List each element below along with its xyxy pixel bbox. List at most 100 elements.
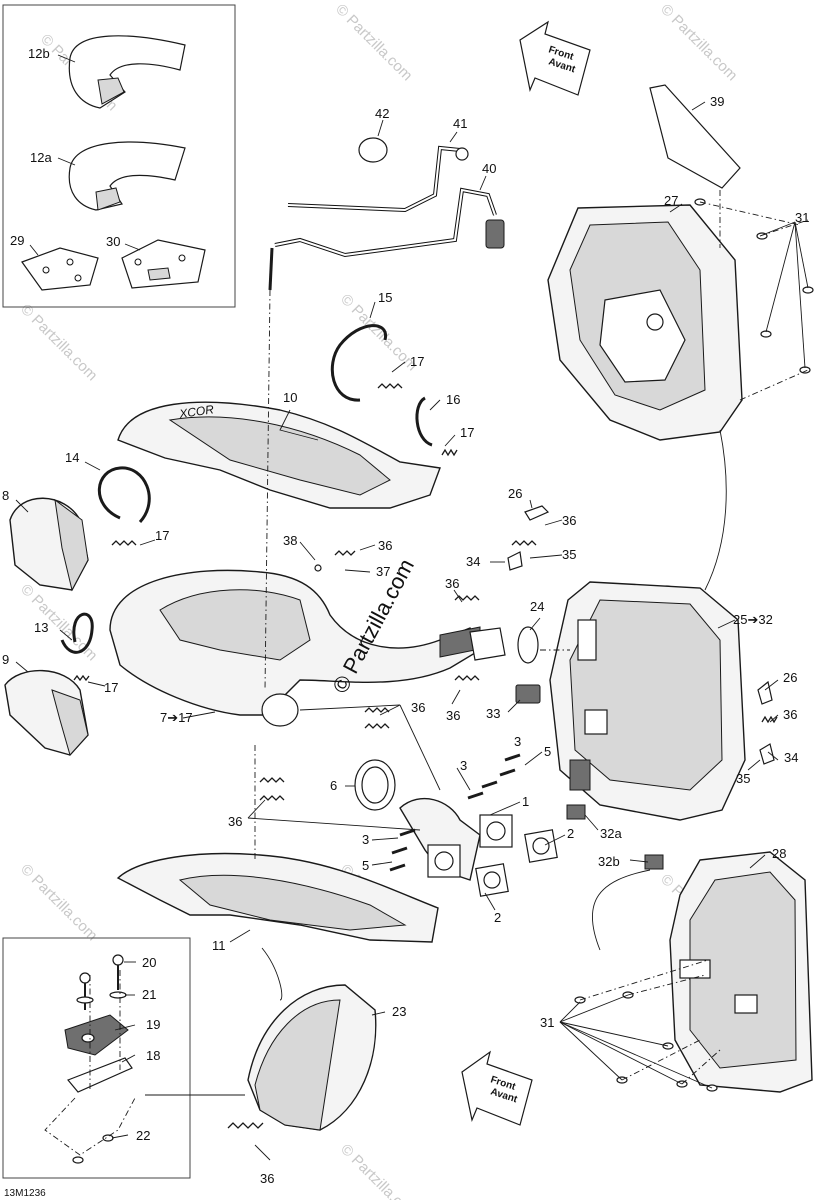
clamp-16 bbox=[415, 396, 433, 447]
callout-21: 21 bbox=[142, 987, 156, 1002]
callout-12a: 12a bbox=[30, 150, 52, 165]
callout-3: 3 bbox=[460, 758, 467, 773]
callout-2: 2 bbox=[494, 910, 501, 925]
callout-41: 41 bbox=[453, 116, 467, 131]
callout-37: 37 bbox=[376, 564, 390, 579]
muffler-cover-28 bbox=[669, 851, 813, 1093]
callout-36: 36 bbox=[260, 1171, 274, 1186]
sleeve-24 bbox=[517, 626, 539, 664]
callout-12b: 12b bbox=[28, 46, 50, 61]
spring-36 bbox=[364, 707, 390, 713]
front-arrow-top: Front Avant bbox=[519, 20, 591, 96]
callout-22: 22 bbox=[136, 1128, 150, 1143]
callout-32b: 32b bbox=[598, 854, 620, 869]
callout-27: 27 bbox=[664, 193, 678, 208]
spring-17 bbox=[377, 383, 403, 389]
callout-16: 16 bbox=[446, 392, 460, 407]
callout-6: 6 bbox=[330, 778, 337, 793]
callout-17: 17 bbox=[104, 680, 118, 695]
drawing-code: 13M1236 bbox=[4, 1188, 46, 1199]
leader-lines bbox=[15, 54, 809, 1161]
callout-20: 20 bbox=[142, 955, 156, 970]
callout-30: 30 bbox=[106, 234, 120, 249]
clip-34 bbox=[507, 551, 523, 571]
callout-29: 29 bbox=[10, 233, 24, 248]
screw-38 bbox=[314, 564, 322, 572]
washer-21 bbox=[76, 991, 127, 1004]
heat-shield-12a bbox=[68, 141, 186, 211]
watermark: © Partzilla.com bbox=[337, 1141, 420, 1200]
callout-31: 31 bbox=[540, 1015, 554, 1030]
callout-26: 26 bbox=[508, 486, 522, 501]
screw-20 bbox=[79, 972, 91, 1010]
manifold-1 bbox=[399, 797, 513, 881]
spring-36 bbox=[334, 550, 356, 556]
callout-40: 40 bbox=[482, 161, 496, 176]
bolts-3-5 bbox=[389, 753, 521, 872]
clamp-band-15 bbox=[330, 324, 387, 402]
watermark: © Partzilla.com bbox=[17, 861, 100, 944]
callout-38: 38 bbox=[283, 533, 297, 548]
coupler bbox=[469, 627, 506, 661]
callout-33: 33 bbox=[486, 706, 500, 721]
spring-17 bbox=[441, 448, 458, 457]
callout-5: 5 bbox=[544, 744, 551, 759]
front-arrow-bottom: Front Avant bbox=[461, 1050, 533, 1126]
callout-3: 3 bbox=[514, 734, 521, 749]
connector-33 bbox=[515, 684, 541, 704]
nuts-22 bbox=[72, 1134, 114, 1164]
callout-24: 24 bbox=[530, 599, 544, 614]
callout-36: 36 bbox=[228, 814, 242, 829]
nuts-31-top bbox=[694, 198, 814, 374]
callout-7-17: 7➔17 bbox=[160, 710, 193, 725]
spring-36 bbox=[454, 675, 480, 681]
callout-32a: 32a bbox=[600, 826, 622, 841]
heat-shield-12b bbox=[68, 35, 186, 109]
callouts: 12b 12a 29 30 42 41 40 39 27 31 15 17 10… bbox=[2, 46, 809, 1186]
spring-36 bbox=[259, 777, 285, 783]
watermark: © Partzilla.com bbox=[17, 301, 100, 384]
assembly-lines bbox=[89, 190, 809, 1090]
bracket-18 bbox=[67, 1057, 133, 1093]
callout-34: 34 bbox=[466, 554, 480, 569]
elbow-cover-9 bbox=[4, 669, 89, 757]
callout-35: 35 bbox=[736, 771, 750, 786]
pipe-cover-11 bbox=[116, 852, 439, 943]
seal-ring-6 bbox=[354, 759, 396, 811]
muffler-cover-27 bbox=[547, 204, 743, 441]
bracket-26 bbox=[757, 680, 773, 705]
callout-36: 36 bbox=[783, 707, 797, 722]
callout-14: 14 bbox=[65, 450, 79, 465]
callout-2: 2 bbox=[567, 826, 574, 841]
tuned-pipe-7 bbox=[109, 569, 481, 727]
screw-20 bbox=[112, 954, 124, 990]
callout-39: 39 bbox=[710, 94, 724, 109]
pipe-cover-10: XCOR bbox=[117, 401, 441, 509]
elbow-cover-8 bbox=[9, 497, 89, 592]
spring-36 bbox=[227, 1122, 264, 1129]
bumper-32a bbox=[566, 804, 586, 820]
watermark: © Partzilla.com bbox=[17, 581, 100, 664]
callout-19: 19 bbox=[146, 1017, 160, 1032]
spring-36 bbox=[259, 795, 285, 801]
callout-11: 11 bbox=[212, 938, 226, 953]
callout-36: 36 bbox=[378, 538, 392, 553]
spring-36 bbox=[511, 540, 537, 546]
watermark: © Partzilla.com bbox=[657, 1, 740, 84]
gasket-29 bbox=[21, 247, 99, 291]
heat-shield-23 bbox=[247, 984, 377, 1131]
clip-34 bbox=[759, 743, 775, 765]
callout-15: 15 bbox=[378, 290, 392, 305]
gasket-2 bbox=[524, 829, 558, 863]
callout-3: 3 bbox=[362, 832, 369, 847]
gasket-2 bbox=[475, 863, 509, 897]
foam-sheet-39 bbox=[649, 84, 741, 189]
callout-1: 1 bbox=[522, 794, 529, 809]
spring-36 bbox=[364, 723, 390, 729]
spring-17 bbox=[111, 540, 137, 546]
callout-17: 17 bbox=[410, 354, 424, 369]
callout-42: 42 bbox=[375, 106, 389, 121]
callout-36: 36 bbox=[411, 700, 425, 715]
callout-8: 8 bbox=[2, 488, 9, 503]
callout-18: 18 bbox=[146, 1048, 160, 1063]
